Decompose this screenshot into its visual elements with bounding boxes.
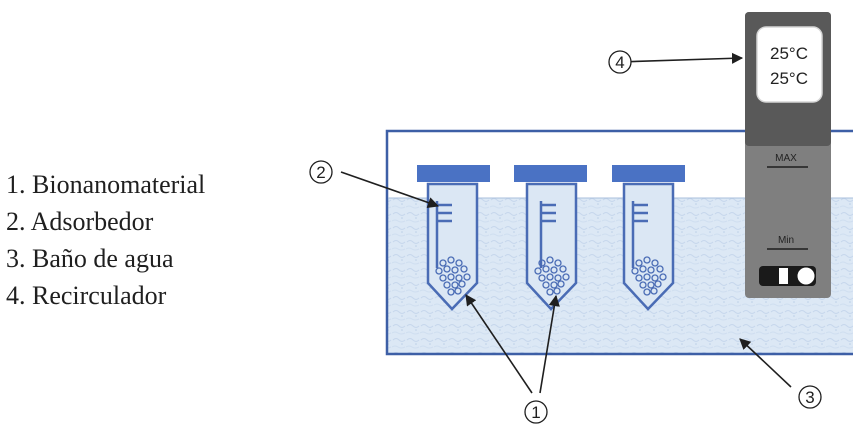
svg-text:4: 4	[615, 53, 624, 72]
svg-text:3: 3	[805, 388, 814, 407]
particles	[631, 256, 667, 296]
legend-item-1: 1. Bionanomaterial	[6, 170, 206, 199]
tube-cap	[514, 165, 587, 182]
legend-item-3: 3. Baño de agua	[6, 244, 174, 273]
display-temp-line-2: 25°C	[770, 69, 808, 88]
power-switch[interactable]	[759, 266, 816, 286]
particles	[435, 256, 471, 296]
callout-2: 2	[309, 160, 333, 184]
tube-cap	[612, 165, 685, 182]
legend-item-4: 4. Recirculador	[6, 281, 167, 310]
svg-text:2: 2	[316, 163, 325, 182]
legend-item-2: 2. Adsorbedor	[6, 207, 154, 236]
tube-body	[525, 182, 578, 311]
temperature-display	[756, 26, 823, 103]
callout-1: 1	[524, 400, 548, 424]
callout-3: 3	[798, 385, 822, 409]
bath-outline	[385, 129, 853, 356]
arrow-3	[739, 338, 792, 388]
tube-cap	[417, 165, 490, 182]
arrow-1a	[465, 294, 533, 394]
recirculator: 25°C 25°C MAX Min	[745, 12, 831, 298]
display-temp-line-1: 25°C	[770, 44, 808, 63]
tube-body	[622, 182, 675, 311]
adsorber-tube-1	[417, 165, 490, 311]
particles	[534, 256, 570, 296]
adsorber-tube-3	[612, 165, 685, 311]
max-level-label: MAX	[775, 153, 797, 164]
adsorber-tube-2	[514, 165, 587, 311]
min-level-label: Min	[778, 235, 794, 246]
arrow-4	[617, 52, 744, 64]
tube-body	[426, 182, 479, 311]
callout-arrows	[340, 52, 792, 394]
callout-4: 4	[608, 50, 632, 74]
legend-list: 1. Bionanomaterial 2. Adsorbedor 3. Baño…	[6, 166, 205, 314]
arrow-2	[340, 171, 440, 208]
svg-text:1: 1	[531, 403, 540, 422]
arrow-1b	[539, 294, 560, 394]
